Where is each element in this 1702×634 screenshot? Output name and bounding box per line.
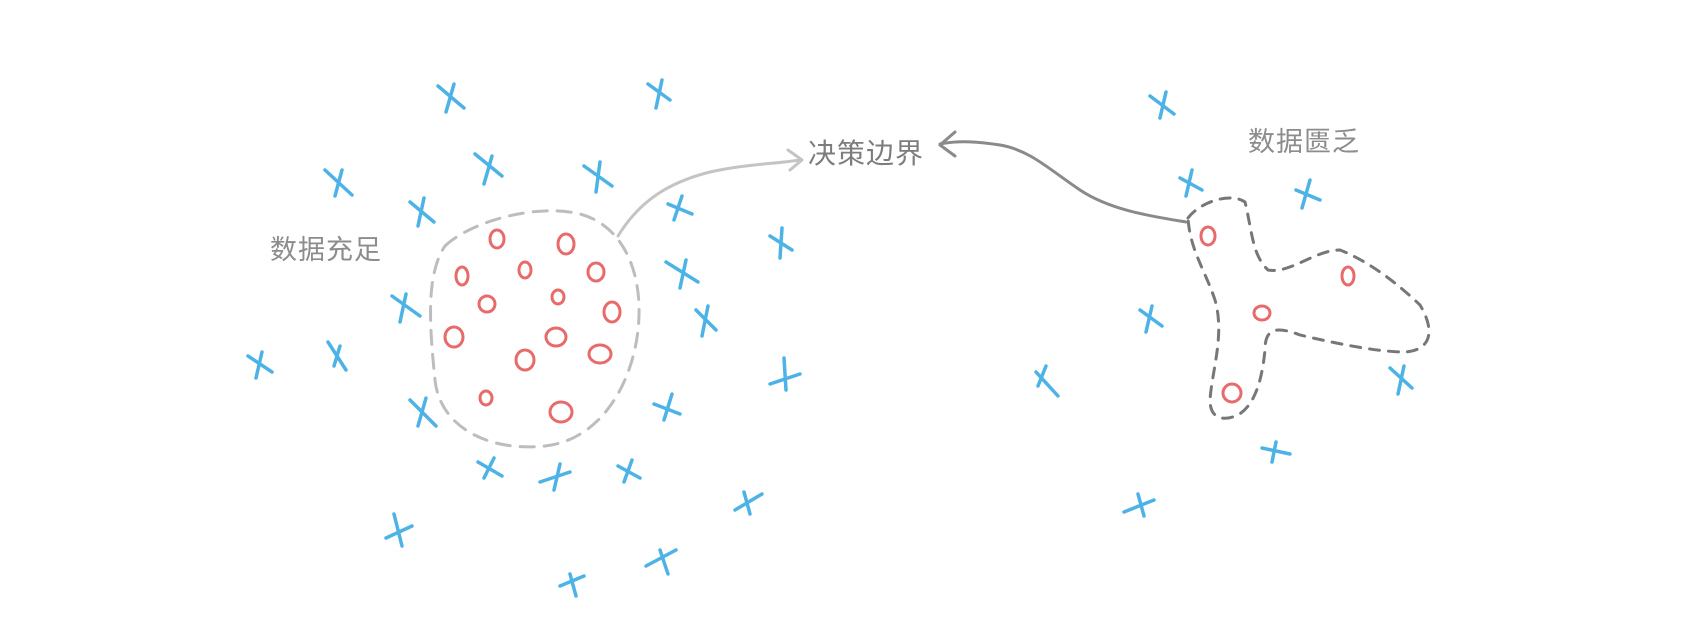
x-mark-icon [1178,168,1204,198]
x-mark-icon [323,168,354,198]
x-mark-icon [768,226,794,260]
circle-mark-icon [586,261,606,283]
x-mark-icon [1148,90,1176,120]
x-mark-icon [384,512,414,548]
x-mark-icon [473,152,504,186]
circle-mark-icon [488,228,506,250]
x-mark-icon [558,572,586,598]
circle-mark-icon [477,294,497,314]
circle-mark-icon [1221,382,1243,404]
circle-mark-icon [544,326,568,348]
x-mark-icon [652,392,682,422]
x-mark-icon [1294,178,1322,210]
x-mark-icon [768,356,802,392]
arrow-right-head [938,130,957,158]
x-mark-icon [1034,364,1060,398]
data-scarce-label: 数据匮乏 [1248,127,1360,158]
arrow-left-to-label [616,158,802,238]
x-mark-icon [1138,304,1164,334]
circle-mark-icon [548,400,574,424]
cross-markers [246,78,1414,598]
x-mark-icon [733,490,764,516]
circle-mark-icon [443,325,465,349]
x-mark-icon [326,340,348,372]
x-mark-icon [476,456,504,480]
circle-mark-icon [1199,225,1217,247]
arrow-left-head [786,148,804,172]
x-mark-icon [538,462,572,492]
x-mark-icon [408,196,436,228]
data-abundant-label: 数据充足 [270,235,382,266]
left-decision-boundary [429,209,641,449]
circle-mark-icon [514,348,536,372]
x-mark-icon [390,292,422,324]
circle-mark-icon [550,288,566,306]
circle-mark-icon [1252,304,1272,322]
x-mark-icon [666,194,694,222]
x-mark-icon [1388,364,1414,396]
x-mark-icon [408,396,438,428]
circle-markers [443,225,1356,424]
x-mark-icon [246,350,274,380]
circle-mark-icon [587,343,613,365]
x-mark-icon [1122,492,1156,518]
x-mark-icon [644,548,678,576]
circle-mark-icon [602,300,622,324]
arrow-right-to-label [938,140,1188,224]
circle-mark-icon [454,265,470,287]
right-decision-boundary [1186,196,1431,420]
decision-boundary-label: 决策边界 [808,137,925,170]
circle-mark-icon [556,232,576,256]
x-mark-icon [664,258,700,290]
x-mark-icon [1260,440,1292,464]
x-mark-icon [436,82,466,114]
x-mark-icon [646,78,672,110]
x-mark-icon [582,160,614,194]
x-mark-icon [694,304,718,338]
circle-mark-icon [1340,265,1356,287]
x-mark-icon [616,458,642,484]
circle-mark-icon [517,260,533,280]
circle-mark-icon [478,389,494,407]
